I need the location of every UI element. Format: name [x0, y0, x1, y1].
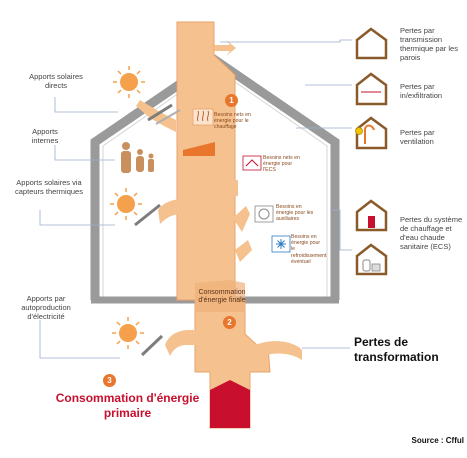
- label-dhw-need: Besoins nets en énergie pour l'ECS: [263, 155, 300, 174]
- dhw-branch: [214, 180, 238, 198]
- aux-branch: [233, 206, 250, 232]
- label-heating-need: Besoins nets en énergie pour le chauffag…: [214, 112, 251, 131]
- window-1: [147, 103, 173, 122]
- label-infiltration-losses: Pertes par in/exfiltration: [400, 82, 443, 100]
- label-solar-thermal: Apports solaires via capteurs thermiques: [15, 178, 83, 196]
- label-auxiliaries-need: Besoins en énergie pour les auxiliaires: [276, 204, 314, 223]
- label-wall-losses: Pertes par transmission thermique par le…: [400, 26, 458, 62]
- transformation-loss-branch: [245, 341, 302, 362]
- sun-icon: [113, 66, 145, 98]
- label-cooling-need: Besoins en énergie pour le refroidisseme…: [291, 234, 327, 265]
- badge-2: 2: [223, 316, 236, 329]
- sun-icon: [112, 317, 144, 349]
- dhw-losses-icon: [355, 243, 388, 276]
- leader-wall-losses: [220, 39, 352, 43]
- dhw-need-icon: [242, 155, 262, 171]
- label-transformation-losses: Pertes de transformation: [354, 335, 439, 364]
- solar-thermal-arrow: [158, 199, 192, 224]
- label-solar-direct: Apports solaires directs: [29, 72, 83, 90]
- leader-solar-direct: [54, 97, 118, 113]
- people-icon: [121, 142, 154, 173]
- label-self-production: Apports par autoproduction d'électricité: [21, 294, 71, 321]
- label-ventilation-losses: Pertes par ventilation: [400, 128, 435, 146]
- leader-self-production: [39, 320, 120, 359]
- leader-internal: [54, 145, 115, 161]
- system-losses-icon: [355, 199, 388, 232]
- heating-cap: [183, 142, 215, 156]
- final-energy-band: [195, 280, 245, 312]
- badge-1: 1: [225, 94, 238, 107]
- sun-icon: [110, 188, 142, 220]
- label-internal: Apports internes: [31, 127, 59, 145]
- top-branch-arrow: [214, 40, 236, 56]
- infiltration-losses-icon: [355, 72, 388, 106]
- cooling-branch: [235, 240, 252, 262]
- heating-need-icon: [192, 108, 214, 126]
- source-credit: Source : Cfful: [411, 436, 464, 445]
- badge-3: 3: [103, 374, 116, 387]
- leader-system-losses: [330, 209, 352, 251]
- label-primary-energy: Consommation d'énergie primaire: [55, 391, 200, 420]
- primary-energy-block: [210, 380, 250, 428]
- self-production-arrow: [165, 330, 196, 356]
- auxiliaries-need-icon: [254, 205, 274, 223]
- label-system-losses: Pertes du système de chauffage et d'eau …: [400, 215, 463, 251]
- thermal-collector: [134, 203, 161, 227]
- wall-losses-icon: [355, 27, 388, 60]
- window-1-frame: [155, 109, 181, 125]
- cooling-need-icon: [271, 235, 291, 253]
- ventilation-losses-icon: [355, 116, 388, 150]
- pv-panel: [140, 334, 164, 357]
- label-final-energy: Consommation d'énergie finale: [198, 289, 246, 304]
- leader-solar-thermal: [39, 210, 115, 226]
